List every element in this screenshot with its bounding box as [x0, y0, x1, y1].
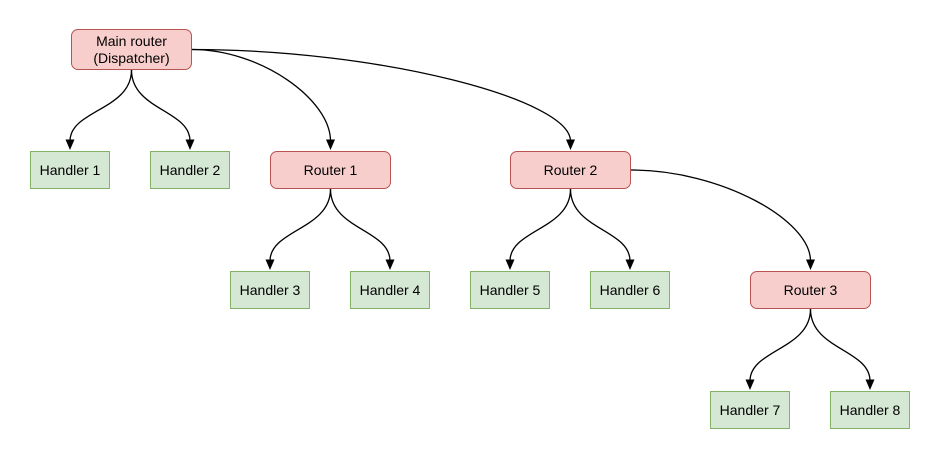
node-label-line: Handler 6: [599, 281, 661, 298]
arrowhead: [745, 379, 755, 390]
node-handler6: Handler 6: [590, 271, 670, 309]
edge-router2-to-handler6: [569, 188, 635, 270]
edge-main-to-handler1: [65, 69, 133, 150]
edge-router1-to-handler4: [329, 188, 395, 270]
arrowhead: [65, 139, 75, 150]
node-label-line: Router 1: [303, 161, 358, 178]
node-handler5: Handler 5: [470, 271, 550, 309]
edge-router3-to-handler8: [809, 308, 875, 390]
node-label-line: Handler 7: [719, 401, 781, 418]
node-label-line: Handler 3: [239, 281, 301, 298]
node-label-line: Main router: [96, 32, 167, 49]
edge-main-to-router2: [191, 48, 575, 150]
node-router3: Router 3: [750, 271, 871, 309]
arrowhead: [185, 139, 195, 150]
node-router1: Router 1: [270, 151, 391, 189]
node-label-line: (Dispatcher): [93, 49, 170, 66]
node-label-line: Handler 8: [839, 401, 901, 418]
edge-main-to-handler2: [130, 69, 195, 150]
node-label-line: Handler 1: [39, 161, 101, 178]
node-handler1: Handler 1: [30, 151, 110, 189]
edge-main-to-router1: [191, 48, 335, 150]
node-main: Main router(Dispatcher): [71, 29, 192, 70]
arrowhead: [385, 259, 395, 270]
arrowhead: [265, 259, 275, 270]
arrowhead: [326, 139, 335, 150]
node-label-line: Handler 5: [479, 281, 541, 298]
arrowhead: [505, 259, 515, 270]
node-handler3: Handler 3: [230, 271, 310, 309]
node-label-line: Handler 2: [159, 161, 221, 178]
edge-router3-to-handler7: [745, 308, 812, 390]
node-handler7: Handler 7: [710, 391, 790, 429]
edge-router1-to-handler3: [265, 188, 332, 270]
node-label-line: Router 3: [783, 281, 838, 298]
node-label-line: Handler 4: [359, 281, 421, 298]
arrowhead: [806, 259, 815, 270]
arrowhead: [566, 139, 575, 150]
node-label-line: Router 2: [543, 161, 598, 178]
node-handler4: Handler 4: [350, 271, 430, 309]
node-handler8: Handler 8: [830, 391, 910, 429]
edge-router2-to-handler5: [505, 188, 572, 270]
node-handler2: Handler 2: [150, 151, 230, 189]
arrowhead: [865, 379, 875, 390]
arrowhead: [625, 259, 635, 270]
node-router2: Router 2: [510, 151, 631, 189]
edge-router2-to-router3: [630, 169, 815, 270]
